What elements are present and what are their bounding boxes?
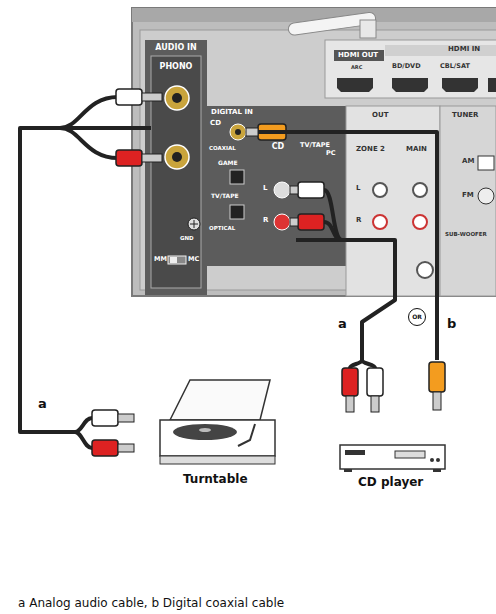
chassis [132, 8, 496, 296]
cable-letter: a [338, 316, 347, 331]
panel-label: HDMI IN [448, 46, 480, 53]
panel-label: SUB-WOOFER [445, 232, 491, 238]
node-label: PHONO [160, 62, 193, 71]
cd-plugs [342, 360, 445, 412]
panel-label: L [263, 185, 267, 192]
turntable-plugs [75, 410, 134, 456]
cable [258, 132, 437, 360]
cable-line [258, 132, 437, 360]
panel-label: COAXIAL [209, 146, 236, 152]
panel-label: OUT [372, 112, 388, 119]
panel-node: CD player [330, 360, 450, 490]
node-label: Turntable [183, 472, 248, 486]
panel-label: TV/TAPE [211, 193, 239, 199]
panel-label: GND [180, 236, 194, 242]
cable-letter: b [447, 316, 456, 331]
panel-label: TV/TAPE [300, 142, 322, 149]
panel-label: R [263, 217, 268, 224]
cable-letter: a [38, 396, 47, 411]
tuner-panel [440, 106, 496, 296]
panel-node: CD [260, 140, 296, 260]
audio-in-panel [145, 40, 207, 295]
panel-label: ARC [351, 65, 362, 70]
cable [296, 240, 395, 360]
panel-label: FM [462, 192, 474, 199]
panel-label: GAME [218, 160, 238, 166]
panel-label: PC [326, 150, 336, 157]
panel-label: L [356, 185, 360, 192]
node-label: DIGITAL IN [211, 108, 253, 116]
panel-label: BD/DVD [392, 63, 421, 70]
cable-line [20, 128, 151, 432]
panel-label: CBL/SAT [440, 63, 470, 70]
panel-label: AM [462, 158, 474, 165]
node-label: CD player [358, 475, 423, 489]
panel-label: TUNER [452, 112, 479, 119]
hdmi-area [325, 40, 496, 98]
panel-label: HDMI OUT [337, 52, 379, 59]
cable-line [296, 240, 395, 360]
cable [20, 128, 151, 432]
cd-player-drawing [340, 445, 445, 472]
panel-label: MC [188, 256, 199, 263]
panel-label: MAIN [406, 146, 427, 153]
panel-node: Turntable [75, 372, 290, 494]
panel-label: CD [210, 120, 221, 127]
panel-label: MM [154, 256, 167, 263]
node-label: AUDIO IN [155, 43, 196, 52]
panel-label: OPTICAL [209, 226, 235, 232]
or-badge: OR [408, 308, 426, 326]
cd-analog-plugs [290, 182, 342, 240]
panel-label: ZONE 2 [356, 146, 385, 153]
panel-node: PHONO [151, 56, 201, 288]
antenna [288, 12, 377, 38]
turntable-drawing [160, 380, 275, 464]
caption: a Analog audio cable, b Digital coaxial … [18, 596, 284, 610]
panel-label: R [356, 217, 361, 224]
node-label: CD [272, 142, 285, 151]
